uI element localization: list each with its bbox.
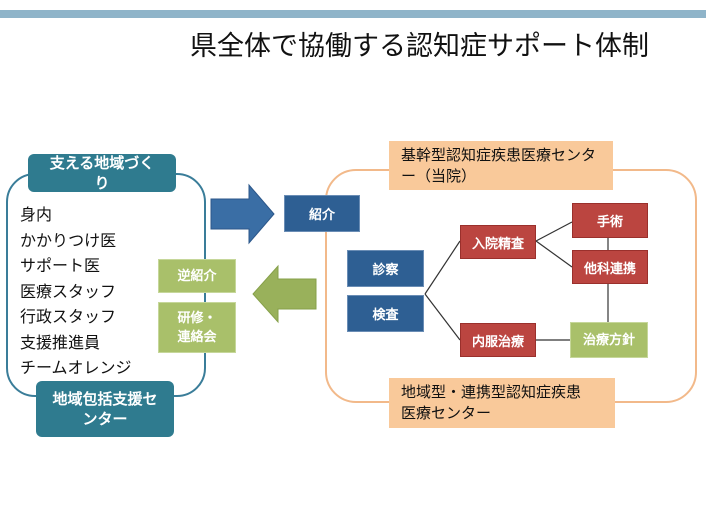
list-item: チームオレンジ bbox=[20, 358, 132, 377]
community-building-header: 支える地域づくり bbox=[28, 154, 176, 192]
list-item: 支援推進員 bbox=[20, 332, 101, 352]
oral-treatment-box: 内服治療 bbox=[460, 323, 536, 357]
list-item: 行政スタッフ bbox=[20, 307, 117, 326]
list-item: 身内 bbox=[20, 205, 53, 224]
other-dept-coordination-box: 他科連携 bbox=[572, 250, 648, 284]
back-referral-box: 逆紹介 bbox=[158, 259, 236, 293]
treatment-policy-box: 治療方針 bbox=[570, 322, 648, 358]
examination-box: 診察 bbox=[347, 250, 424, 287]
back-referral-arrow bbox=[252, 264, 317, 324]
surgery-box: 手術 bbox=[572, 203, 648, 238]
regional-center-label: 地域型・連携型認知症疾患医療センター bbox=[389, 378, 615, 428]
core-center-label: 基幹型認知症疾患医療センター（当院） bbox=[389, 141, 613, 190]
slide-title: 県全体で協働する認知症サポート体制 bbox=[190, 31, 649, 62]
referral-box: 紹介 bbox=[284, 195, 360, 232]
supporter-list: 身内 かかりつけ医 サポート医 医療スタッフ 行政スタッフ 支援推進員 チームオ… bbox=[20, 202, 132, 381]
connector-lines bbox=[424, 221, 609, 341]
list-item: サポート医 bbox=[20, 256, 101, 275]
training-liaison-box: 研修・連絡会 bbox=[158, 302, 236, 353]
regional-support-center-box: 地域包括支援センター bbox=[36, 381, 174, 437]
referral-arrow bbox=[210, 183, 275, 245]
list-item: 医療スタッフ bbox=[20, 281, 117, 301]
testing-box: 検査 bbox=[347, 295, 424, 332]
list-item: かかりつけ医 bbox=[20, 230, 117, 250]
inpatient-workup-box: 入院精査 bbox=[460, 225, 536, 259]
top-accent-bar bbox=[0, 10, 706, 18]
